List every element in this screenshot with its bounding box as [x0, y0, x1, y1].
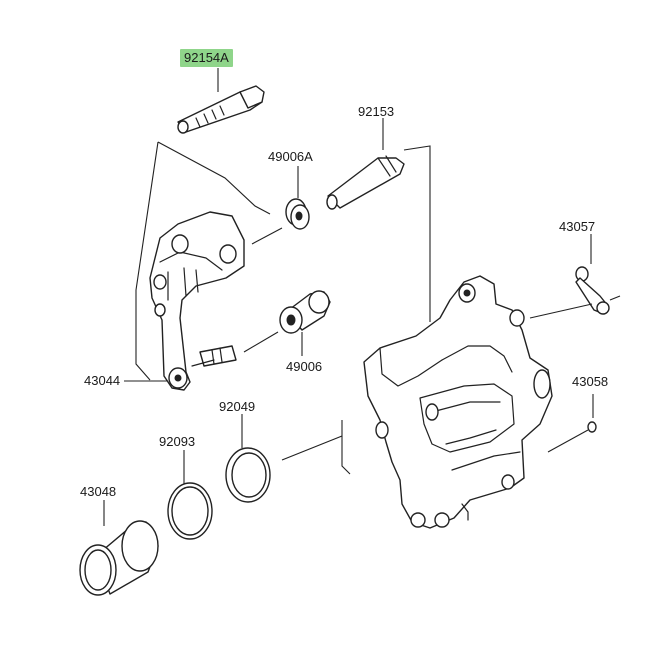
bolt-axis-line — [157, 141, 271, 215]
part-number-43044[interactable]: 43044 — [84, 373, 121, 388]
bracket-43044[interactable] — [149, 211, 245, 391]
boot-axis-line-b — [243, 331, 279, 353]
boot-49006[interactable] — [279, 290, 331, 356]
screw-43058[interactable] — [547, 394, 597, 453]
boot-axis-line-a — [251, 227, 283, 245]
caliper-axis-line — [341, 420, 351, 475]
seal-92093[interactable] — [167, 450, 213, 540]
part-number-92154A[interactable]: 92154A — [180, 49, 233, 67]
bolt-92154A[interactable] — [177, 68, 265, 134]
part-number-92093[interactable]: 92093 — [159, 434, 196, 449]
bleeder-axis-line — [529, 303, 593, 319]
part-number-92049[interactable]: 92049 — [219, 399, 256, 414]
part-number-49006[interactable]: 49006 — [286, 359, 323, 374]
part-number-92153[interactable]: 92153 — [358, 104, 395, 119]
caliper-body[interactable] — [363, 275, 553, 529]
seal-axis-line — [281, 435, 343, 461]
bracket-axis-line — [135, 141, 159, 381]
bleeder-43057[interactable] — [575, 234, 621, 315]
part-number-49006A[interactable]: 49006A — [268, 149, 313, 164]
seal-92049[interactable] — [225, 414, 271, 503]
boot-49006A[interactable] — [285, 166, 310, 230]
pin-axis-line — [403, 145, 431, 322]
part-number-43057[interactable]: 43057 — [559, 219, 596, 234]
part-number-43048[interactable]: 43048 — [80, 484, 117, 499]
piston-43048[interactable] — [79, 500, 159, 596]
part-number-43058[interactable]: 43058 — [572, 374, 609, 389]
pin-92153[interactable] — [326, 118, 405, 210]
